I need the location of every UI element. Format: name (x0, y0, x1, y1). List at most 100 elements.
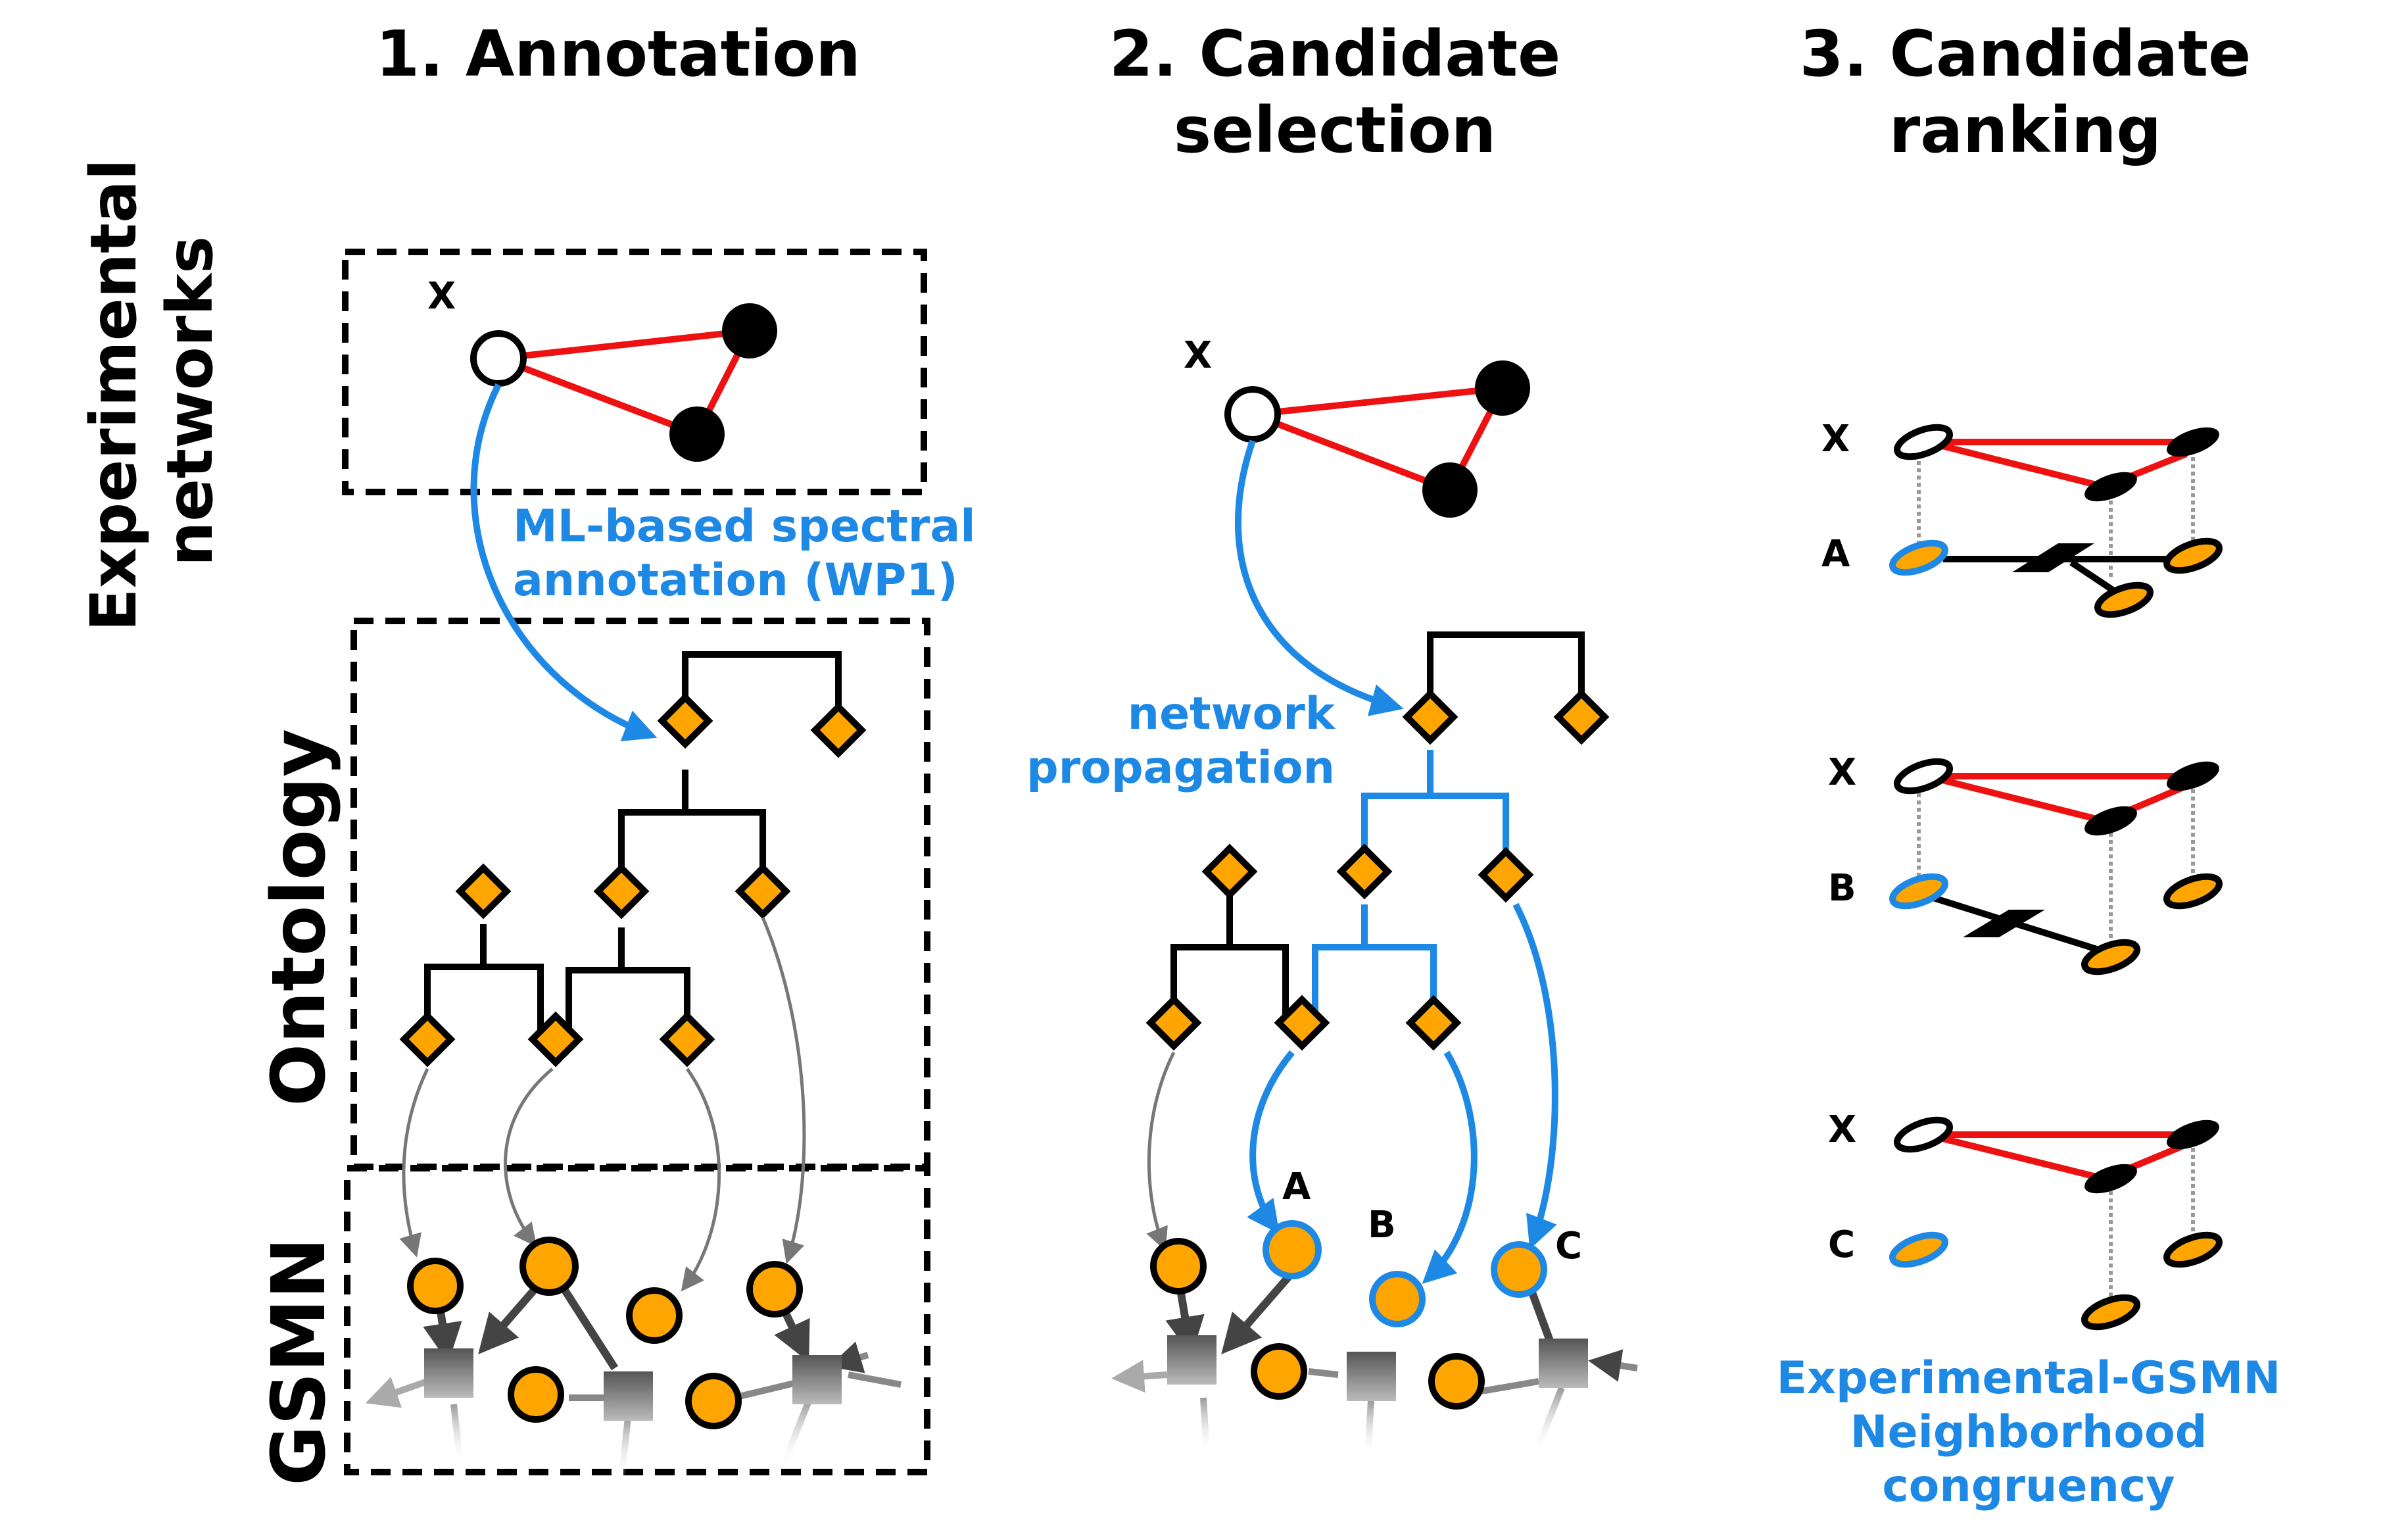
ontology-term (734, 863, 791, 920)
metabolite-node (1428, 1353, 1485, 1410)
label-a-rank1: A (1821, 533, 1850, 576)
reaction-node (2012, 543, 2094, 572)
node-metabolite-rank3 (2084, 1164, 2137, 1194)
candidate-arrows-col2 (1247, 902, 1558, 1284)
column-title-selection-line1: 2. Candidate (1109, 17, 1561, 91)
ontology-term (527, 1011, 584, 1068)
ontology-tree-col1 (424, 651, 842, 1036)
metabolite-node (407, 1258, 464, 1314)
ontology-term (1402, 689, 1458, 745)
col2-annotation-arrow (1234, 439, 1404, 716)
candidate-node-b (1369, 1271, 1426, 1327)
node-metabolite-col2-b (1422, 462, 1478, 518)
metabolite-node (746, 1261, 803, 1317)
candidate-node-a (1263, 1220, 1322, 1279)
node-x-rank3 (1894, 1116, 1953, 1153)
reaction-node (604, 1371, 653, 1421)
ranking-panel-a (1889, 424, 2223, 618)
ranking-panel-b (1889, 758, 2223, 975)
reaction-node (424, 1348, 473, 1398)
node-x-rank1 (1894, 424, 1953, 460)
metabolite-node (2094, 581, 2154, 618)
annotation-congruency-line1: Experimental-GSMN (1776, 1352, 2281, 1404)
reaction-node (1539, 1339, 1588, 1388)
annotation-ml-line2: annotation (WP1) (513, 554, 958, 606)
label-x-col2: X (1184, 334, 1213, 377)
node-metabolite-col1-b (669, 406, 725, 462)
annotation-congruency-line2: Neighborhood (1850, 1406, 2207, 1458)
metabolite-node (2163, 537, 2223, 574)
metabolite-node (685, 1373, 742, 1429)
ontology-gsmn-mapping-col1 (399, 917, 806, 1292)
gray-mapping-arrow (1146, 1051, 1176, 1251)
label-x-col1: X (427, 275, 456, 318)
label-c-col2: C (1555, 1225, 1583, 1268)
ontology-terms-col1 (399, 693, 867, 1068)
ontology-terms-col2 (1145, 689, 1610, 1051)
ranking-panel-c (1889, 1116, 2223, 1331)
ontology-term (455, 863, 512, 920)
annotation-propagation-line1: network (1127, 688, 1335, 740)
gsmn-network-col2 (1111, 1220, 1638, 1458)
node-metabolite-rank2 (2167, 761, 2219, 791)
metabolite-node (508, 1366, 564, 1423)
node-metabolite-rank1 (2167, 427, 2219, 457)
annotation-network-propagation: network propagation (1013, 687, 1335, 795)
metabolite-node (2163, 873, 2223, 910)
ontology-term (810, 702, 867, 758)
ontology-tree-col2 (1170, 631, 1585, 1016)
column-title-selection-line2: selection (1173, 93, 1497, 167)
node-metabolite-rank2 (2084, 806, 2137, 836)
ontology-term (399, 1011, 456, 1068)
annotation-ml-line1: ML-based spectral (513, 501, 976, 553)
node-x-col2 (1224, 386, 1281, 443)
metabolite-node (1251, 1343, 1307, 1400)
candidate-node-a-rank (1889, 539, 1948, 576)
reaction-node (1963, 910, 2045, 937)
ml-annotation-arrow (470, 383, 658, 742)
label-x-rank3: X (1828, 1108, 1857, 1151)
column-title-ranking-line1: 3. Candidate (1799, 17, 2251, 91)
propagation-paths-col2 (1312, 750, 1509, 1016)
metabolite-node (1150, 1238, 1207, 1294)
metabolite-node (2163, 1231, 2223, 1268)
metabolite-node (519, 1237, 579, 1296)
candidate-node-c-rank (1889, 1231, 1948, 1268)
annotation-neighborhood-congruency: Experimental-GSMN Neighborhood congruenc… (1749, 1352, 2308, 1514)
annotation-congruency-line3: congruency (1882, 1460, 2175, 1512)
ontology-term (1145, 995, 1202, 1051)
metabolite-node (626, 1287, 683, 1344)
annotation-ml-spectral: ML-based spectral annotation (WP1) (513, 500, 976, 608)
gsmn-network-col1 (365, 1237, 902, 1481)
ontology-term (1478, 847, 1534, 903)
metabolite-node (2081, 939, 2140, 975)
ontology-term (657, 693, 713, 749)
column-title-annotation: 1. Annotation (375, 17, 861, 91)
node-x-col1 (470, 330, 527, 387)
ontology-term (659, 1011, 715, 1068)
candidate-node-c (1491, 1241, 1547, 1298)
label-b-col2: B (1368, 1204, 1396, 1246)
gsmn-box (344, 1165, 930, 1475)
ontology-term (593, 863, 650, 920)
annotation-propagation-line2: propagation (1026, 742, 1335, 794)
reaction-node (1347, 1352, 1396, 1401)
ontology-term (1405, 995, 1462, 1051)
experimental-network-col1 (470, 303, 777, 462)
metabolite-node (2081, 1294, 2140, 1331)
ontology-term (1274, 995, 1330, 1051)
node-x-rank2 (1894, 758, 1953, 795)
label-b-rank2: B (1828, 867, 1856, 910)
ontology-term (1336, 843, 1393, 900)
ontology-term (1553, 689, 1610, 745)
node-metabolite-col1-a (722, 303, 777, 358)
candidate-node-b-rank (1889, 873, 1948, 910)
label-x-rank1: X (1821, 418, 1850, 460)
label-a-col2: A (1282, 1166, 1311, 1208)
label-x-rank2: X (1828, 751, 1857, 794)
experimental-networks-box (342, 249, 927, 495)
experimental-network-col2 (1224, 360, 1530, 518)
node-metabolite-col2-a (1475, 360, 1530, 416)
node-metabolite-rank3 (2167, 1120, 2219, 1150)
